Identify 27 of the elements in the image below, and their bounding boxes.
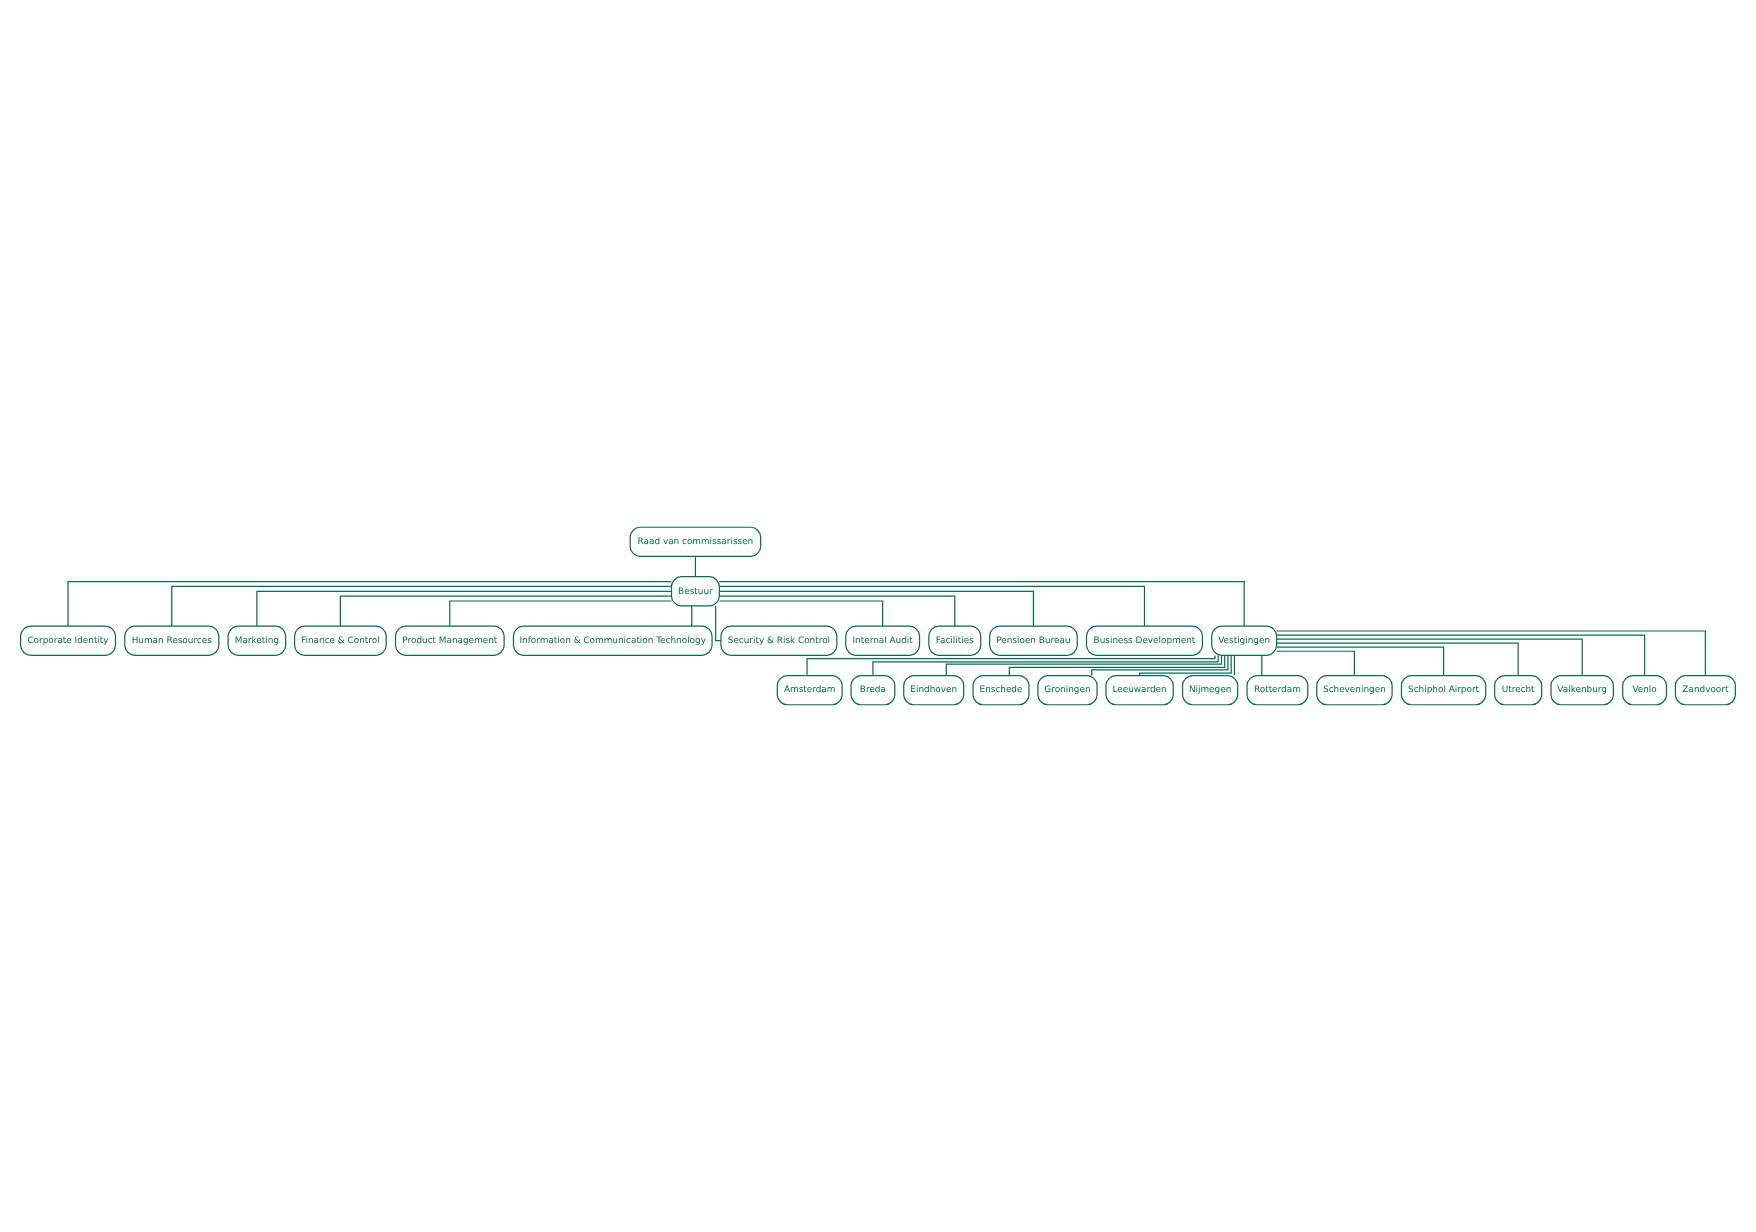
connector — [718, 590, 1035, 627]
connector — [1091, 655, 1229, 677]
connector — [694, 556, 697, 578]
connector — [718, 580, 1245, 627]
connector — [715, 605, 722, 642]
connector — [718, 595, 956, 627]
connector — [806, 654, 1216, 677]
connector — [1139, 654, 1232, 677]
connector — [1276, 646, 1445, 676]
connector — [1261, 654, 1263, 676]
connector — [1276, 638, 1583, 676]
connector — [872, 654, 1219, 676]
connector — [449, 600, 673, 627]
connector — [718, 600, 884, 627]
connector — [339, 595, 672, 627]
connector — [171, 585, 672, 627]
connector — [1276, 650, 1355, 677]
connector — [1276, 630, 1706, 677]
connector — [256, 590, 672, 627]
connector — [945, 654, 1223, 676]
connector — [1008, 654, 1226, 676]
connector — [67, 580, 672, 627]
connector — [1276, 642, 1519, 677]
connector — [1276, 634, 1646, 676]
connector — [691, 605, 693, 627]
connector — [718, 585, 1146, 627]
connector — [1233, 654, 1236, 676]
